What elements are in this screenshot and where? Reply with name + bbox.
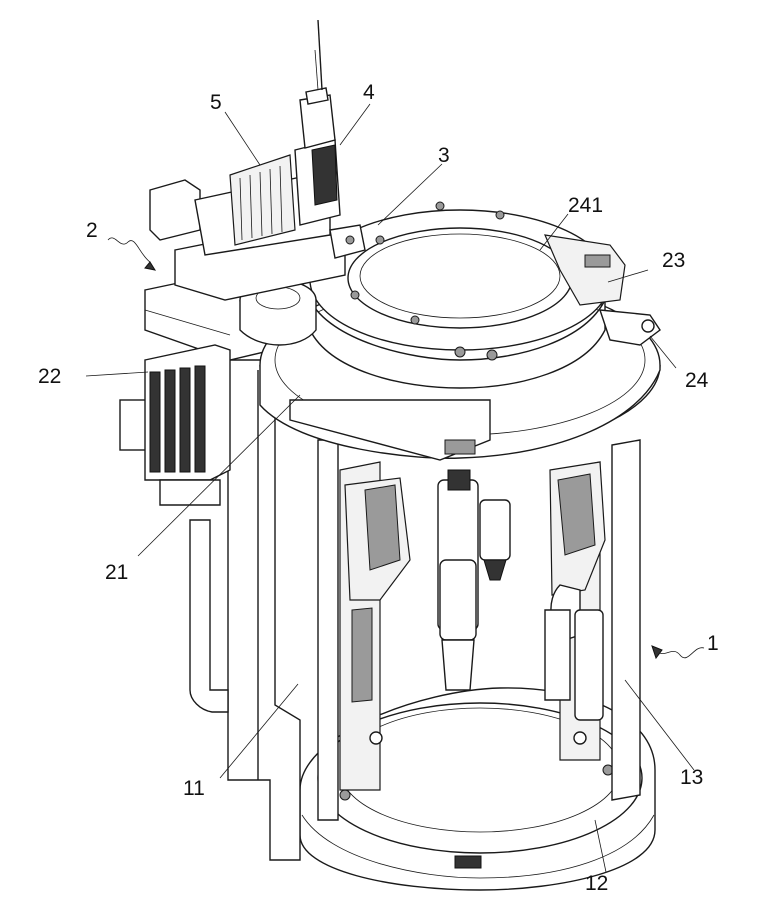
label-4: 4 bbox=[363, 82, 375, 103]
label-12: 12 bbox=[585, 873, 608, 894]
label-11: 11 bbox=[183, 778, 205, 799]
label-3: 3 bbox=[438, 145, 450, 166]
label-241: 241 bbox=[568, 195, 603, 216]
label-22: 22 bbox=[38, 366, 61, 387]
label-1: 1 bbox=[707, 633, 719, 654]
top-carriage bbox=[150, 20, 365, 300]
label-2: 2 bbox=[86, 220, 98, 241]
label-24: 24 bbox=[685, 370, 708, 391]
label-23: 23 bbox=[662, 250, 685, 271]
label-21: 21 bbox=[105, 562, 128, 583]
label-13: 13 bbox=[680, 767, 703, 788]
label-5: 5 bbox=[210, 92, 222, 113]
